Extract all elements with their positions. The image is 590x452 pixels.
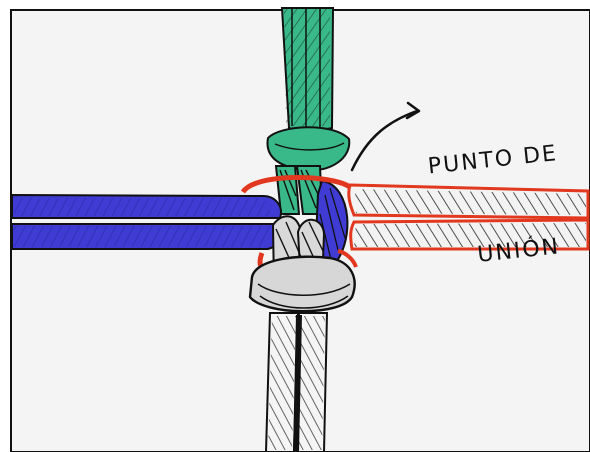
annotation-line-1: PUNTO DE bbox=[426, 141, 560, 180]
annotation-arrow bbox=[350, 101, 421, 172]
annotation-line-2: UNIÓN bbox=[476, 234, 562, 268]
red-rope bbox=[240, 175, 590, 274]
black-rope bbox=[248, 215, 356, 452]
annotation-label: PUNTO DE UNIÓN bbox=[420, 74, 590, 336]
green-rope bbox=[266, 7, 351, 215]
